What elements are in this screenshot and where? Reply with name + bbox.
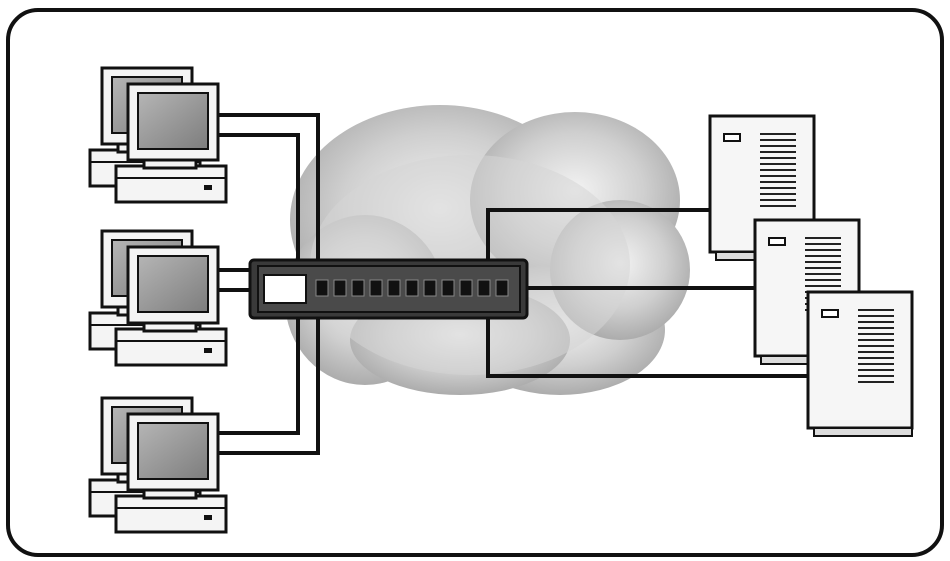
computer-icon — [90, 68, 226, 202]
switch-icon — [250, 260, 527, 318]
computer-icon — [90, 398, 226, 532]
computer-icon — [90, 231, 226, 365]
server-icon — [808, 292, 912, 436]
